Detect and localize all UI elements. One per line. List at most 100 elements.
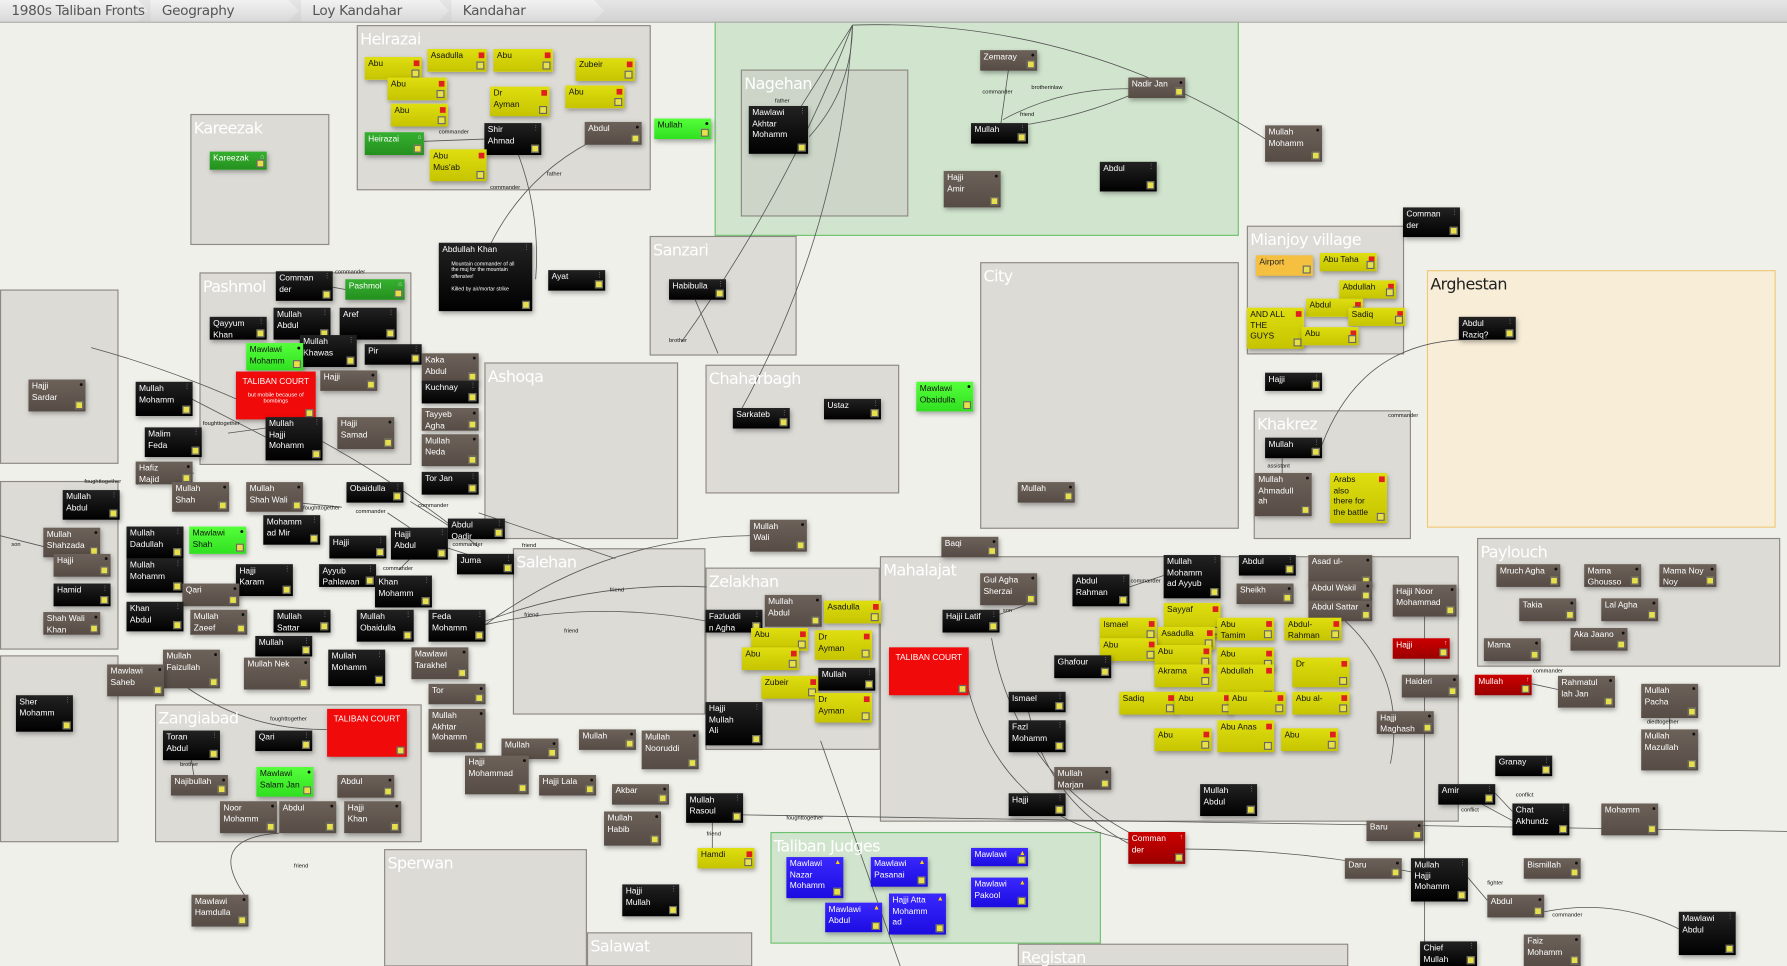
person-node[interactable]: Juma⋮ — [457, 553, 515, 575]
link-icon[interactable] — [989, 622, 998, 631]
link-icon[interactable] — [1361, 591, 1370, 600]
person-node[interactable]: Granay⋮ — [1495, 755, 1553, 777]
link-icon[interactable] — [1348, 335, 1357, 344]
link-icon[interactable] — [1175, 853, 1184, 862]
person-node[interactable]: Hajji Sardar● — [28, 379, 86, 412]
link-icon[interactable] — [811, 616, 820, 625]
link-icon[interactable] — [1100, 779, 1109, 788]
link-icon[interactable] — [299, 679, 308, 688]
link-icon[interactable] — [521, 300, 530, 309]
link-icon[interactable] — [468, 372, 477, 381]
link-icon[interactable] — [292, 501, 301, 510]
link-icon[interactable] — [548, 748, 557, 757]
person-node[interactable]: Lal Agha● — [1601, 598, 1659, 622]
link-icon[interactable] — [229, 596, 238, 605]
link-icon[interactable] — [614, 98, 623, 106]
person-node[interactable]: Asadulla — [1157, 626, 1215, 650]
person-node[interactable]: Mawlawi Salam Jan● — [256, 767, 314, 797]
link-icon[interactable] — [437, 116, 446, 125]
person-node[interactable]: Chief Mullah⋮ — [1420, 941, 1478, 966]
taliban-court-node[interactable]: TALIBAN COURT — [888, 647, 969, 696]
link-icon[interactable] — [384, 787, 393, 796]
person-node[interactable]: Hajji● — [320, 370, 378, 391]
person-node[interactable]: Mawlawi Abdul⋮ — [1678, 911, 1736, 956]
person-node[interactable]: Habibulla⋮ — [669, 279, 726, 300]
link-icon[interactable] — [1246, 805, 1255, 814]
link-icon[interactable] — [715, 289, 724, 298]
person-node[interactable]: Tor● — [428, 683, 486, 705]
person-node[interactable]: Heirazai⌂ — [364, 132, 424, 155]
link-icon[interactable] — [109, 509, 118, 518]
person-node[interactable]: Asadulla — [427, 49, 487, 72]
person-node[interactable]: Mullah Habib● — [604, 811, 662, 846]
taliban-court-node[interactable]: TALIBAN COURT — [327, 708, 407, 757]
link-icon[interactable] — [503, 564, 512, 573]
person-node[interactable]: Takia● — [1519, 598, 1577, 622]
person-node[interactable]: Abdul⋮ — [1238, 555, 1296, 576]
region-group[interactable] — [0, 655, 119, 843]
person-node[interactable]: Hajji Mohammad● — [464, 755, 529, 795]
person-node[interactable]: Zemaray● — [980, 50, 1038, 71]
link-icon[interactable] — [346, 356, 355, 365]
person-node[interactable]: Malim Feda⋮ — [144, 427, 202, 458]
person-node[interactable]: Noor Mohamm● — [219, 801, 277, 834]
person-node[interactable]: Mawlawi Akhtar Mohamm⋮ — [748, 105, 809, 154]
person-node[interactable]: Haideri● — [1401, 674, 1459, 698]
person-node[interactable]: Comman der↑ — [1128, 831, 1186, 864]
link-icon[interactable] — [468, 484, 477, 493]
person-node[interactable]: Mawlawi Shah● — [189, 526, 247, 554]
link-icon[interactable] — [1617, 640, 1626, 649]
link-icon[interactable] — [1026, 60, 1035, 69]
link-icon[interactable] — [797, 143, 806, 152]
link-icon[interactable] — [1394, 315, 1403, 324]
person-node[interactable]: Zubeir — [761, 675, 819, 699]
link-icon[interactable] — [539, 105, 548, 114]
link-icon[interactable] — [153, 686, 162, 695]
link-icon[interactable] — [1119, 596, 1128, 605]
person-node[interactable]: Ayat⋮ — [548, 270, 606, 291]
link-icon[interactable] — [1687, 707, 1696, 716]
link-icon[interactable] — [1706, 576, 1715, 585]
link-icon[interactable] — [1055, 702, 1064, 711]
link-icon[interactable] — [861, 649, 870, 658]
person-node[interactable]: Ghafour⋮ — [1054, 655, 1112, 679]
person-node[interactable]: Mullah Khawas⋮ — [299, 335, 357, 367]
link-icon[interactable] — [322, 290, 331, 299]
person-node[interactable]: Hajji⋮ — [1008, 793, 1066, 817]
link-icon[interactable] — [531, 144, 540, 153]
person-node[interactable]: Mawlawi Mohamm● — [246, 343, 304, 371]
person-node[interactable]: Abu Mus'ab — [429, 149, 487, 182]
person-node[interactable]: Hamid⋮ — [53, 583, 111, 607]
link-icon[interactable] — [173, 621, 182, 630]
person-node[interactable]: Abdul Rahman⋮ — [1072, 574, 1130, 607]
link-icon[interactable] — [312, 450, 321, 459]
link-icon[interactable] — [833, 887, 842, 896]
link-icon[interactable] — [1026, 594, 1035, 603]
link-icon[interactable] — [209, 678, 218, 687]
link-icon[interactable] — [235, 543, 244, 552]
person-node[interactable]: Hajji Lala● — [539, 774, 597, 796]
person-node[interactable]: Mullah● — [1017, 482, 1075, 503]
person-node[interactable]: Abdul● — [584, 121, 642, 145]
link-icon[interactable] — [256, 329, 265, 338]
person-node[interactable]: Mullah Shahzada● — [43, 527, 101, 558]
person-node[interactable]: Mullah Ahmadull ah● — [1254, 472, 1312, 517]
link-icon[interactable] — [1648, 610, 1656, 619]
link-icon[interactable] — [437, 549, 446, 558]
link-icon[interactable] — [1201, 676, 1210, 685]
breadcrumb-geography[interactable]: Geography — [150, 0, 298, 22]
person-node[interactable]: Abu — [741, 647, 799, 671]
link-icon[interactable] — [436, 90, 445, 99]
person-node[interactable]: Mama Ghousso● — [1584, 564, 1642, 587]
link-icon[interactable] — [752, 735, 761, 744]
link-icon[interactable] — [779, 418, 788, 427]
link-icon[interactable] — [1311, 447, 1320, 456]
person-node[interactable]: Sher Mohamm⋮ — [15, 695, 73, 732]
link-icon[interactable] — [1549, 576, 1558, 585]
person-node[interactable]: Mullah Abdul⋮ — [62, 490, 120, 520]
link-icon[interactable] — [1201, 740, 1210, 749]
person-node[interactable]: Mullah Neda● — [421, 434, 479, 467]
person-node[interactable]: Abu — [390, 103, 448, 127]
link-icon[interactable] — [631, 134, 640, 143]
link-icon[interactable] — [365, 576, 374, 585]
